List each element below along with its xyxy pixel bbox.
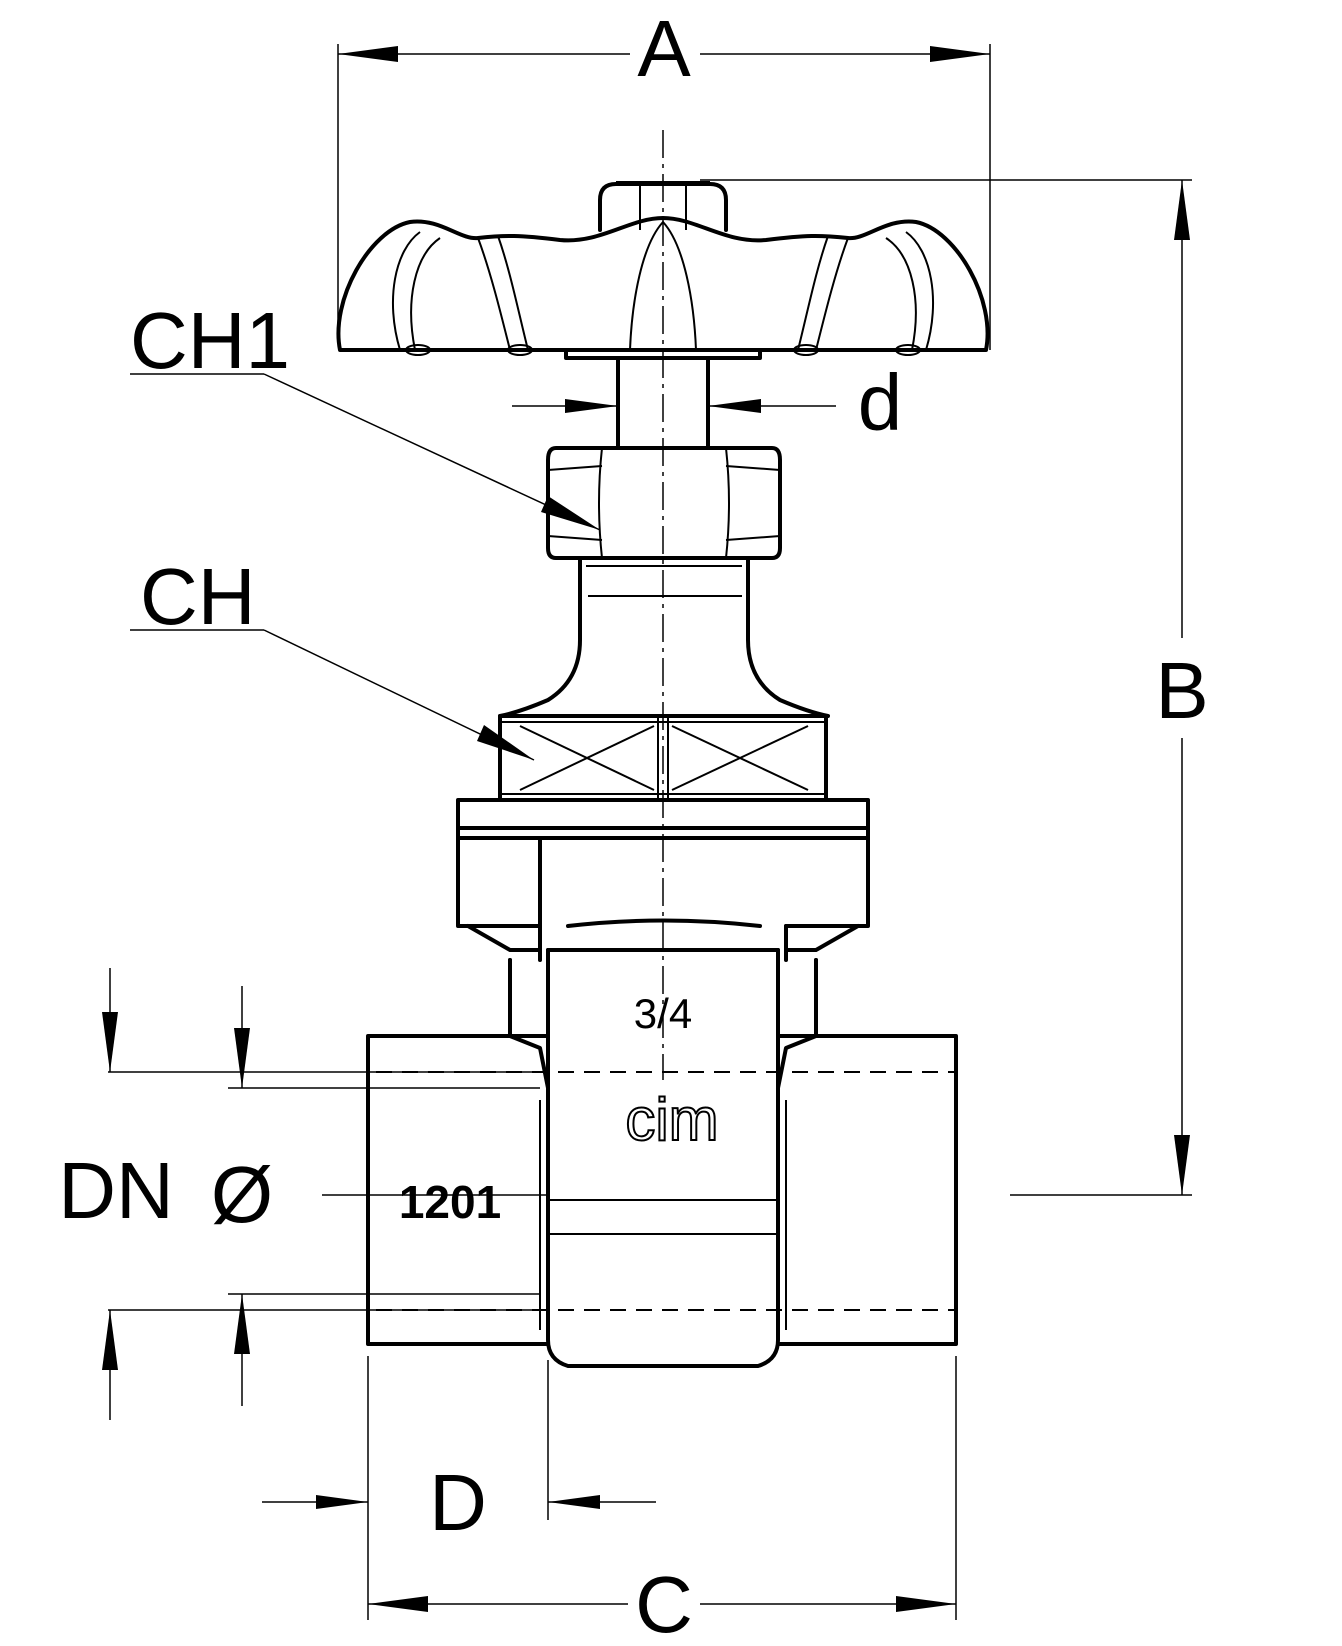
size-marking: 3/4 (634, 990, 692, 1037)
bonnet-neck (498, 556, 830, 718)
handwheel-nut (598, 181, 728, 232)
dimension-small-d (512, 399, 836, 413)
pipe-sockets (366, 1034, 958, 1346)
dimension-d (262, 1356, 656, 1620)
dimension-c-label: C (635, 1560, 693, 1646)
handwheel (336, 216, 990, 360)
dimension-diameter (228, 986, 548, 1406)
dimension-dn (102, 968, 548, 1420)
gate-body (508, 918, 818, 1368)
ch1-label: CH1 (130, 296, 290, 385)
diameter-label: Ø (211, 1150, 273, 1239)
dn-label: DN (58, 1146, 174, 1235)
dimension-a (337, 44, 991, 350)
valve-stem (616, 356, 710, 450)
dimension-d-label: D (429, 1458, 487, 1547)
dimension-small-d-label: d (858, 358, 903, 447)
leader-ch (130, 629, 535, 761)
brand-logo: cim (625, 1086, 718, 1153)
model-number: 1201 (399, 1176, 501, 1228)
leader-ch1 (130, 373, 601, 531)
dimension-a-label: A (637, 4, 691, 93)
gland-nut-ch1 (546, 446, 782, 560)
body-flange (456, 798, 870, 962)
dimension-b-label: B (1155, 646, 1208, 735)
ch-label: CH (140, 552, 256, 641)
dimension-b (700, 179, 1192, 1196)
dimension-c (368, 1356, 957, 1620)
